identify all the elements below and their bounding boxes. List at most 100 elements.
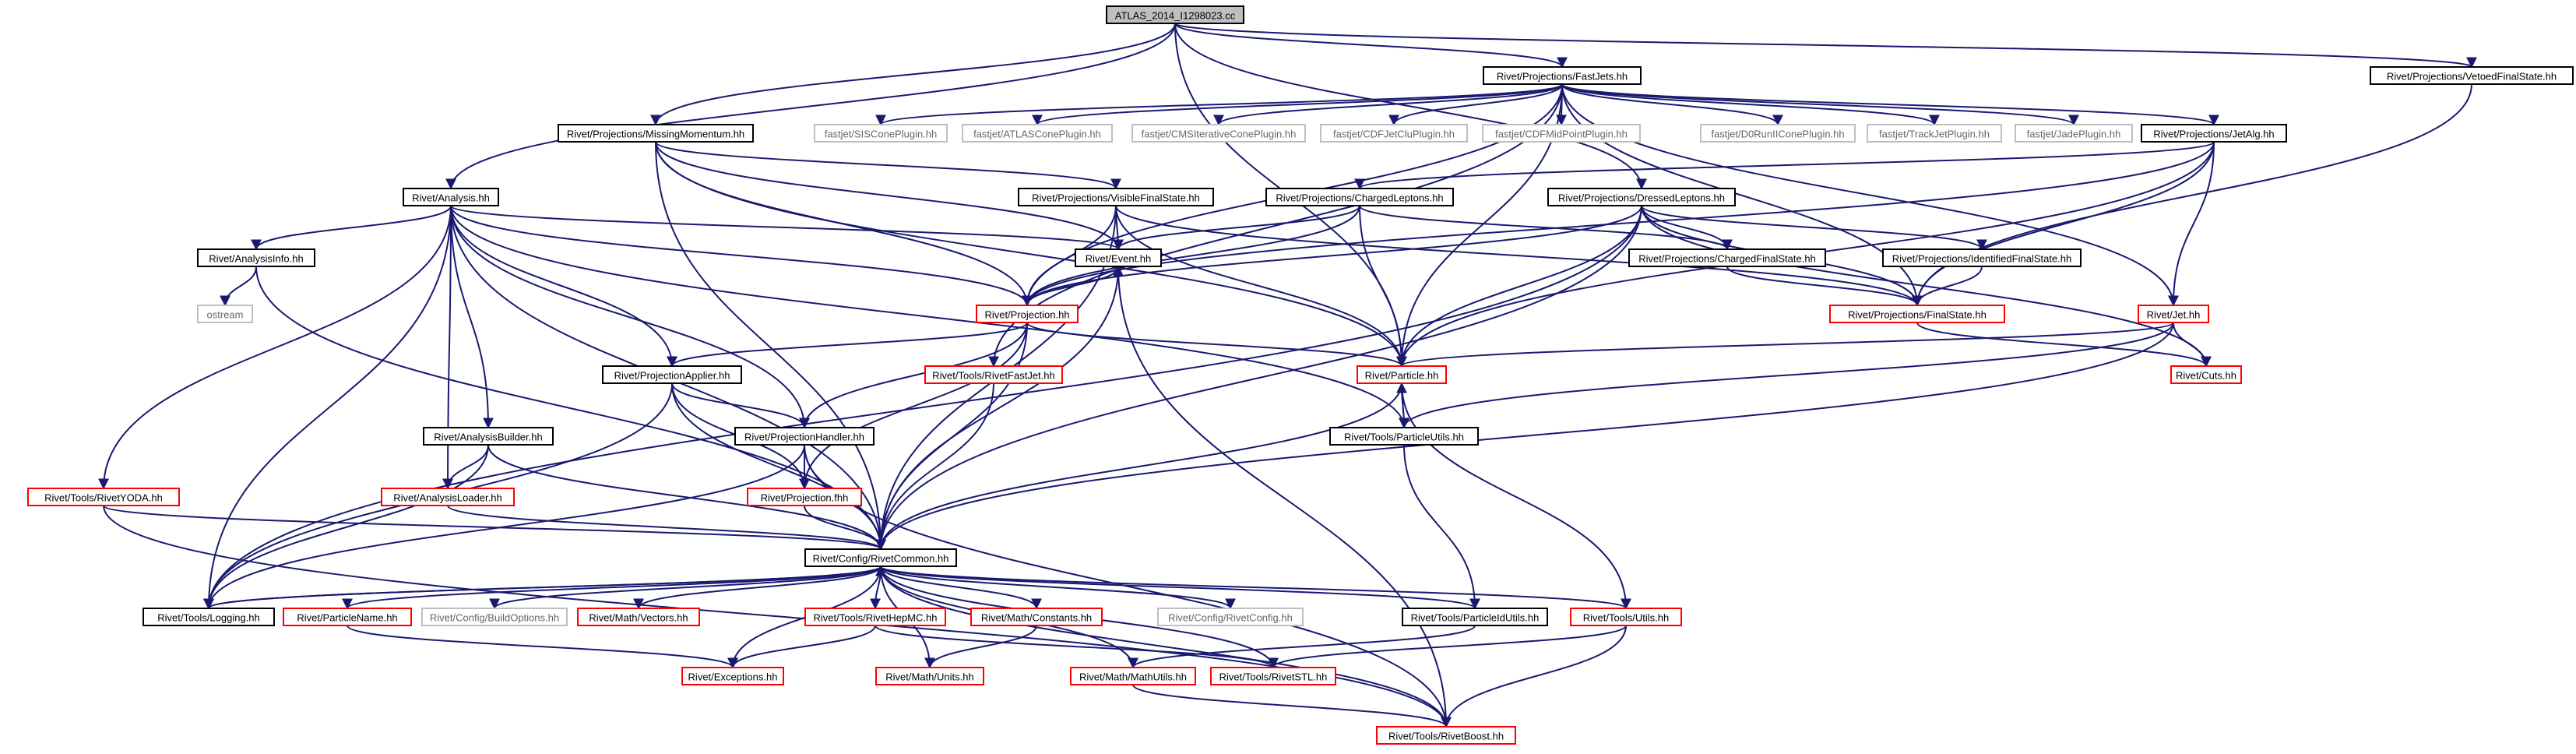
node-projapplier[interactable]: Rivet/ProjectionApplier.hh [602, 365, 742, 384]
node-box-particlename [283, 608, 412, 626]
node-rivetcommon[interactable]: Rivet/Config/RivetCommon.hh [804, 548, 957, 567]
edge-projapplier-to-projhandler [671, 382, 810, 429]
node-projhandler[interactable]: Rivet/ProjectionHandler.hh [734, 427, 875, 446]
node-jetalg[interactable]: Rivet/Projections/JetAlg.hh [2141, 124, 2287, 143]
node-label-projectionfhh: Rivet/Projection.fhh [761, 492, 849, 504]
node-rivetboost[interactable]: Rivet/Tools/RivetBoost.hh [1376, 726, 1516, 745]
node-projection[interactable]: Rivet/Projection.hh [976, 305, 1079, 323]
edge-projection-to-rivetcommon [875, 322, 1028, 551]
edge-jetalg-to-finalstate [1912, 141, 2215, 307]
node-utils[interactable]: Rivet/Tools/Utils.hh [1570, 608, 1682, 626]
node-analysisbuilder[interactable]: Rivet/AnalysisBuilder.hh [423, 427, 554, 446]
edge-dressedleptons-to-projection [1022, 205, 1642, 307]
node-projectionfhh[interactable]: Rivet/Projection.fhh [747, 488, 862, 506]
node-analysisloader[interactable]: Rivet/AnalysisLoader.hh [381, 488, 515, 506]
node-box-cuts [2170, 365, 2242, 384]
edge-projection-to-projectionfhh [799, 322, 1028, 490]
node-box-utils [1570, 608, 1682, 626]
edge-vetoedfs-to-finalstate [1912, 83, 2472, 307]
node-label-analysis: Rivet/Analysis.hh [412, 192, 490, 204]
node-box-identifiedfs [1882, 248, 2082, 267]
node-chargedleptons[interactable]: Rivet/Projections/ChargedLeptons.hh [1265, 188, 1454, 206]
nodes-layer: ATLAS_2014_I1298023.ccRivet/Projections/… [27, 5, 2574, 745]
node-label-chargedleptons: Rivet/Projections/ChargedLeptons.hh [1276, 192, 1443, 204]
node-vetoedfs[interactable]: Rivet/Projections/VetoedFinalState.hh [2370, 66, 2574, 85]
edge-fastjets-to-siscone [875, 83, 1563, 126]
node-box-rivetboost [1376, 726, 1516, 745]
node-box-dressedleptons [1547, 188, 1736, 206]
node-vectors[interactable]: Rivet/Math/Vectors.hh [577, 608, 700, 626]
node-label-particleidutils: Rivet/Tools/ParticleIdUtils.hh [1411, 612, 1540, 624]
edge-particleutils-to-particleidutils [1403, 444, 1480, 610]
node-finalstate[interactable]: Rivet/Projections/FinalState.hh [1829, 305, 2005, 323]
node-units[interactable]: Rivet/Math/Units.hh [875, 667, 984, 685]
edge-rivetyoda-to-rivetcommon [103, 505, 886, 551]
edge-rivetcommon-to-particlename [342, 566, 882, 610]
node-box-particleutils [1329, 427, 1479, 446]
node-label-constants: Rivet/Math/Constants.hh [981, 612, 1092, 624]
node-constants[interactable]: Rivet/Math/Constants.hh [970, 608, 1103, 626]
edge-dressedleptons-to-cuts [1641, 205, 2212, 368]
node-particle[interactable]: Rivet/Particle.hh [1357, 365, 1447, 384]
node-jet[interactable]: Rivet/Jet.hh [2138, 305, 2209, 323]
edge-event-to-rivetboost [1117, 266, 1452, 728]
node-label-analysisbuilder: Rivet/AnalysisBuilder.hh [434, 432, 542, 443]
node-box-cdfmidpoint [1482, 124, 1641, 143]
node-logging[interactable]: Rivet/Tools/Logging.hh [143, 608, 275, 626]
node-label-exceptions: Rivet/Exceptions.hh [688, 671, 778, 683]
node-label-rivetfastjet: Rivet/Tools/RivetFastJet.hh [932, 370, 1055, 382]
node-identifiedfs[interactable]: Rivet/Projections/IdentifiedFinalState.h… [1882, 248, 2082, 267]
edge-root-to-fastjets [1174, 23, 1568, 69]
node-label-cmscone: fastjet/CMSIterativeConePlugin.hh [1142, 129, 1297, 140]
edge-fastjets-to-jade [1561, 83, 2079, 126]
node-particleutils[interactable]: Rivet/Tools/ParticleUtils.hh [1329, 427, 1479, 446]
node-particlename[interactable]: Rivet/ParticleName.hh [283, 608, 412, 626]
node-particleidutils[interactable]: Rivet/Tools/ParticleIdUtils.hh [1402, 608, 1548, 626]
node-box-rivetfastjet [924, 365, 1063, 384]
node-mathutils[interactable]: Rivet/Math/MathUtils.hh [1070, 667, 1196, 685]
node-root[interactable]: ATLAS_2014_I1298023.cc [1106, 5, 1244, 24]
node-rivetfastjet[interactable]: Rivet/Tools/RivetFastJet.hh [924, 365, 1063, 384]
edge-projapplier-to-rivetcommon [671, 382, 886, 551]
edge-jetalg-to-chargedleptons [1354, 141, 2215, 190]
node-box-cmscone [1131, 124, 1306, 143]
node-label-jetalg: Rivet/Projections/JetAlg.hh [2153, 129, 2274, 140]
node-box-jade [2015, 124, 2133, 143]
node-rivetstl[interactable]: Rivet/Tools/RivetSTL.hh [1210, 667, 1336, 685]
edge-dressedleptons-to-particle [1396, 205, 1642, 368]
edge-mathutils-to-rivetboost [1132, 684, 1452, 728]
node-label-rivetyoda: Rivet/Tools/RivetYODA.hh [44, 492, 163, 504]
edge-analysis-to-projapplier [450, 205, 677, 368]
node-missingmom[interactable]: Rivet/Projections/MissingMomentum.hh [558, 124, 754, 143]
node-exceptions[interactable]: Rivet/Exceptions.hh [681, 667, 784, 685]
node-analysis[interactable]: Rivet/Analysis.hh [403, 188, 499, 206]
edge-projection-to-projapplier [667, 322, 1028, 368]
node-label-root: ATLAS_2014_I1298023.cc [1115, 10, 1236, 22]
node-rivetyoda[interactable]: Rivet/Tools/RivetYODA.hh [27, 488, 180, 506]
node-cuts[interactable]: Rivet/Cuts.hh [2170, 365, 2242, 384]
edge-dressedleptons-to-rivetcommon [875, 205, 1642, 551]
edge-fastjets-to-jetalg [1561, 83, 2219, 126]
node-rivethepmc[interactable]: Rivet/Tools/RivetHepMC.hh [804, 608, 946, 626]
edge-rivetcommon-to-utils [880, 566, 1631, 610]
edge-rivetcommon-to-rivetconfig [880, 566, 1236, 610]
node-label-fastjets: Rivet/Projections/FastJets.hh [1497, 71, 1628, 83]
edge-root-to-dressedleptons [1174, 23, 1647, 190]
edge-dressedleptons-to-logging [203, 205, 1642, 610]
node-label-vectors: Rivet/Math/Vectors.hh [589, 612, 688, 624]
node-label-projection: Rivet/Projection.hh [984, 309, 1069, 321]
edge-analysisbuilder-to-logging [203, 444, 489, 610]
node-visiblefs[interactable]: Rivet/Projections/VisibleFinalState.hh [1018, 188, 1214, 206]
node-fastjets[interactable]: Rivet/Projections/FastJets.hh [1483, 66, 1642, 85]
node-box-analysisloader [381, 488, 515, 506]
node-event[interactable]: Rivet/Event.hh [1075, 248, 1162, 267]
node-box-projectionfhh [747, 488, 862, 506]
edge-fastjets-to-cmscone [1213, 83, 1563, 126]
node-label-siscone: fastjet/SISConePlugin.hh [825, 129, 938, 140]
edge-rivetcommon-to-buildoptions [489, 566, 882, 610]
node-analysisinfo[interactable]: Rivet/AnalysisInfo.hh [197, 248, 315, 267]
node-label-projapplier: Rivet/ProjectionApplier.hh [614, 370, 730, 382]
node-label-particlename: Rivet/ParticleName.hh [297, 612, 397, 624]
node-chargedfs[interactable]: Rivet/Projections/ChargedFinalState.hh [1628, 248, 1826, 267]
node-dressedleptons[interactable]: Rivet/Projections/DressedLeptons.hh [1547, 188, 1736, 206]
